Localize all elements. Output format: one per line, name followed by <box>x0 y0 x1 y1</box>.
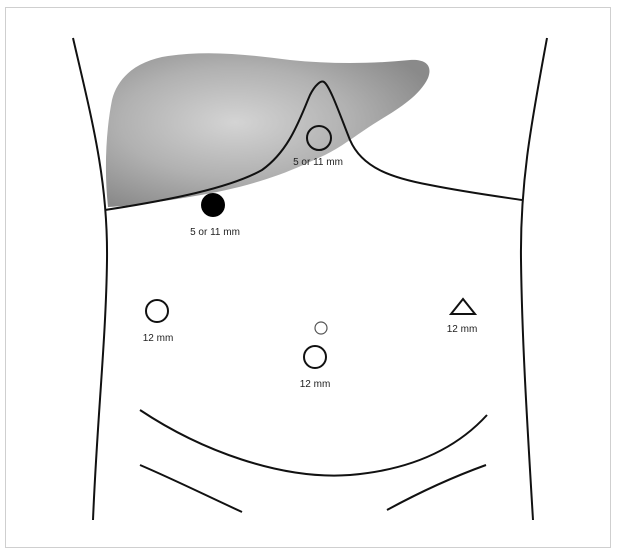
subcostal-port-marker <box>201 193 225 217</box>
inguinal-line-left <box>140 465 242 512</box>
right-lateral-port-marker <box>146 300 168 322</box>
left-lateral-port-marker <box>451 299 475 314</box>
inguinal-curve-upper <box>140 410 487 476</box>
umbilical-small-port-marker <box>315 322 327 334</box>
infraumbilical-port-marker <box>304 346 326 368</box>
subcostal-port-label: 5 or 11 mm <box>190 227 240 238</box>
right-body-contour <box>521 38 547 520</box>
infraumbilical-port-label: 12 mm <box>300 379 331 390</box>
left-lateral-port-label: 12 mm <box>447 324 478 335</box>
liver-shape <box>106 53 430 207</box>
left-body-contour <box>73 38 107 520</box>
epigastric-port-label: 5 or 11 mm <box>293 157 343 168</box>
inguinal-line-right <box>387 465 486 510</box>
right-lateral-port-label: 12 mm <box>143 333 174 344</box>
